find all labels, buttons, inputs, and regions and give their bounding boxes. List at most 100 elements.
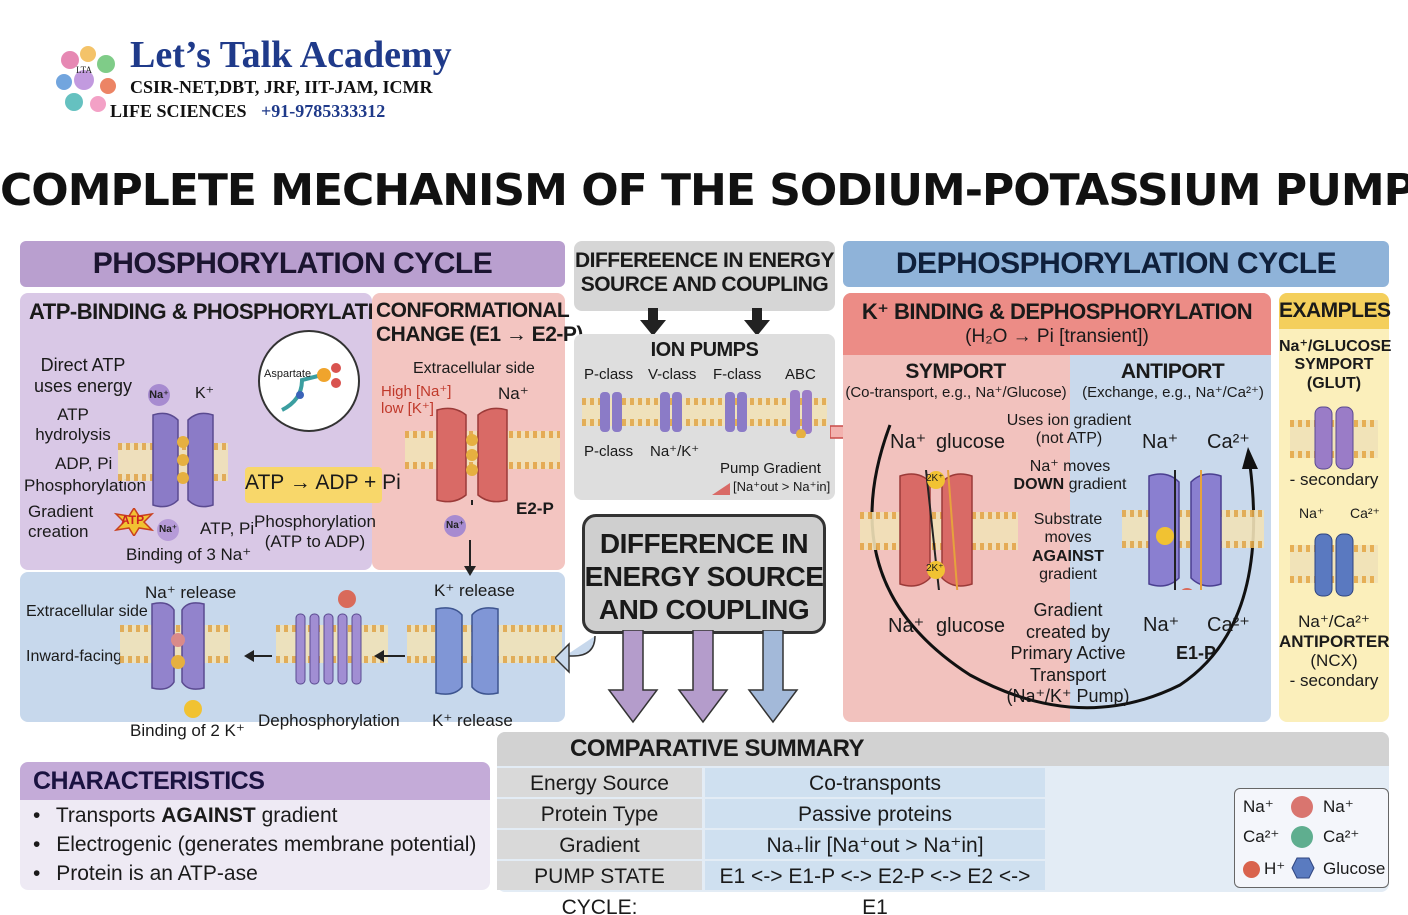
characteristic-item-2: Electrogenic (generates membrane potenti… bbox=[33, 833, 476, 857]
uses-ion-gradient: Uses ion gradient (not ATP) bbox=[1005, 412, 1133, 449]
gradient-wedge-icon bbox=[712, 482, 730, 495]
symport-pump bbox=[896, 469, 976, 601]
grad-created-line5: (Na⁺/K⁺ Pump) bbox=[1006, 686, 1130, 707]
center-top-header bbox=[574, 241, 835, 311]
k-release-pump bbox=[432, 605, 502, 697]
atp-starburst-icon bbox=[113, 506, 155, 538]
summary-row-4-label: PUMP STATE CYCLE: bbox=[497, 861, 702, 915]
atp-reaction-label: ATP → ADP + Pi bbox=[245, 471, 401, 494]
phos-note: Phosphorylation (ATP to ADP) bbox=[250, 512, 380, 551]
antiport-ca-top: Ca²⁺ bbox=[1207, 431, 1250, 453]
k-ion-label: K⁺ bbox=[195, 385, 215, 402]
k-binding-sub: (H₂O → Pi [transient]) bbox=[965, 326, 1149, 347]
pump-gradient-label: Pump Gradient bbox=[720, 460, 821, 477]
characteristic-item-1: Transports AGAINST gradient bbox=[33, 804, 338, 828]
high-na-line1: High [Na⁺] bbox=[381, 383, 452, 400]
legend-glucose-hexagon-icon bbox=[1291, 857, 1315, 879]
gradient-creation-line2: creation bbox=[28, 521, 89, 541]
center-header-line1: DIFFEREENCE IN ENERGY bbox=[574, 249, 835, 272]
symport-membrane bbox=[860, 512, 1018, 550]
grad-created-line3: Primary Active bbox=[1010, 643, 1126, 664]
ion-pumps-header: ION PUMPS bbox=[650, 339, 759, 361]
char3-text: Protein is an ATP-ase bbox=[56, 862, 258, 885]
legend-label-3: Ca²⁺ bbox=[1243, 827, 1280, 846]
k-binding-header: K⁺ BINDING & DEPHOSPHORYLATION bbox=[861, 299, 1253, 324]
summary-row-1-label: Energy Source bbox=[497, 768, 702, 797]
summary-row-2-value: Passive proteins bbox=[705, 799, 1045, 828]
ion-pumps-membrane bbox=[582, 398, 827, 426]
phos-note-line1: Phosphorylation bbox=[254, 512, 376, 531]
legend-label-5: H⁺ bbox=[1264, 859, 1286, 878]
legend-swatch-2 bbox=[1291, 796, 1313, 818]
dephosphorylation-banner: DEPHOSPHORYLATION CYCLE bbox=[843, 241, 1389, 287]
na-moves-line1: Na⁺ moves bbox=[1029, 458, 1111, 475]
center-header-text: DIFFEREENCE IN ENERGY SOURCE AND COUPLIN… bbox=[574, 249, 835, 297]
high-na-line2: low [K⁺] bbox=[381, 400, 434, 418]
legend-swatch-4 bbox=[1291, 826, 1313, 848]
cycle-arc bbox=[850, 405, 1270, 715]
symport-na-top: Na⁺ bbox=[890, 431, 927, 453]
extracellular-side-2-label: Extracellular side bbox=[26, 603, 148, 620]
example1-note: - secondary bbox=[1289, 470, 1379, 489]
atp-reaction-box bbox=[245, 467, 382, 503]
gradient-expr-label: [Na⁺out > Na⁺in] bbox=[733, 479, 831, 494]
example2-line1: Na⁺/Ca²⁺ bbox=[1298, 612, 1370, 631]
k-binding-header-bg bbox=[843, 293, 1271, 355]
gradient-creation-line1: Gradient bbox=[28, 502, 94, 521]
symport-2k-top: 2K⁺ bbox=[926, 473, 944, 484]
summary-row-2-label: Protein Type bbox=[497, 799, 702, 828]
down-gradient-word: gradient bbox=[1064, 476, 1127, 494]
inward-facing-label: Inward-facing bbox=[26, 648, 123, 665]
down-word: DOWN bbox=[1013, 476, 1065, 494]
substrate-line4: gradient bbox=[1039, 566, 1097, 584]
summary-row-2: Protein Type Passive proteins bbox=[497, 799, 1045, 830]
inward-pump bbox=[148, 600, 208, 692]
academy-logo: LTA bbox=[48, 40, 128, 118]
direct-atp-label: Direct ATP uses energy bbox=[28, 355, 138, 396]
adp-pi-label: ADP, Pi bbox=[55, 454, 113, 473]
atp-binding-header: ATP-BINDING & PHOSPHORYLATION bbox=[29, 299, 406, 324]
difference-line3: AND COUPLING bbox=[598, 594, 810, 626]
characteristic-item-3: Protein is an ATP-ase bbox=[33, 862, 258, 886]
legend-label-4: Ca²⁺ bbox=[1323, 827, 1360, 846]
char1-bold: AGAINST bbox=[161, 804, 256, 827]
down-arrows-icon bbox=[630, 308, 780, 338]
conformational-header: CONFORMATIONAL CHANGE (E1 → E2-P) bbox=[376, 299, 583, 347]
academy-exams: CSIR-NET,DBT, JRF, IIT-JAM, ICMR bbox=[130, 77, 433, 97]
examples-panel bbox=[1279, 293, 1389, 722]
char2-text: Electrogenic (generates membrane potenti… bbox=[56, 833, 477, 856]
summary-row-3: Gradient Na₊lir [Na⁺out > Na⁺in] bbox=[497, 830, 1045, 861]
summary-row-4-value: E1 <-> E1-P <-> E2-P <-> E2 <-> E1 bbox=[705, 861, 1045, 915]
example2-pump bbox=[1313, 532, 1355, 598]
legend-swatch-5 bbox=[1243, 861, 1260, 878]
binding-2k-label: Binding of 2 K⁺ bbox=[130, 721, 245, 740]
conformational-header-line2: CHANGE (E1 → E2-P) bbox=[376, 323, 583, 347]
characteristics-header: CHARACTERISTICS bbox=[33, 767, 265, 795]
cycle-arrows bbox=[20, 540, 565, 720]
phosphorylation-label: Phosphorylation bbox=[24, 476, 146, 495]
example2-note: - secondary bbox=[1289, 670, 1379, 690]
gradient-creation-label: Gradient creation bbox=[28, 502, 93, 541]
extracellular-side-label: Extracellular side bbox=[413, 360, 535, 377]
na-ion-icon: Na⁺ bbox=[148, 384, 170, 406]
e2p-label: E2-P bbox=[516, 499, 554, 518]
grad-created-line4: Transport bbox=[1029, 664, 1107, 685]
abc-label: ABC bbox=[785, 366, 816, 383]
e1p-label: E1-P bbox=[1176, 643, 1217, 663]
binding-3na-label: Binding of 3 Na⁺ bbox=[126, 545, 252, 564]
high-na-label: High [Na⁺] low [K⁺] bbox=[381, 383, 451, 418]
atp-badge: ATP bbox=[121, 513, 145, 527]
k-ion-bottom-icon bbox=[184, 700, 202, 718]
k-release-bottom-label: K⁺ release bbox=[432, 711, 513, 730]
example-ca-label: Ca²⁺ bbox=[1350, 505, 1380, 521]
difference-line2: ENERGY SOURCE bbox=[584, 561, 824, 593]
summary-row-3-value: Na₊lir [Na⁺out > Na⁺in] bbox=[705, 830, 1045, 859]
symport-na-bottom: Na⁺ bbox=[888, 615, 925, 637]
antiport-header: ANTIPORT bbox=[1120, 360, 1225, 383]
uses-ion-gradient-line2: (not ATP) bbox=[1035, 430, 1103, 448]
na-moves-line2: DOWN gradient bbox=[1010, 476, 1130, 494]
gradient-created-note: Gradient created by Primary Active Trans… bbox=[1002, 600, 1134, 708]
substrate-line3: AGAINST bbox=[1032, 547, 1104, 565]
symport-2k-bottom: 2K⁺ bbox=[926, 563, 944, 574]
summary-header: COMPARATIVE SUMMARY bbox=[570, 735, 865, 762]
